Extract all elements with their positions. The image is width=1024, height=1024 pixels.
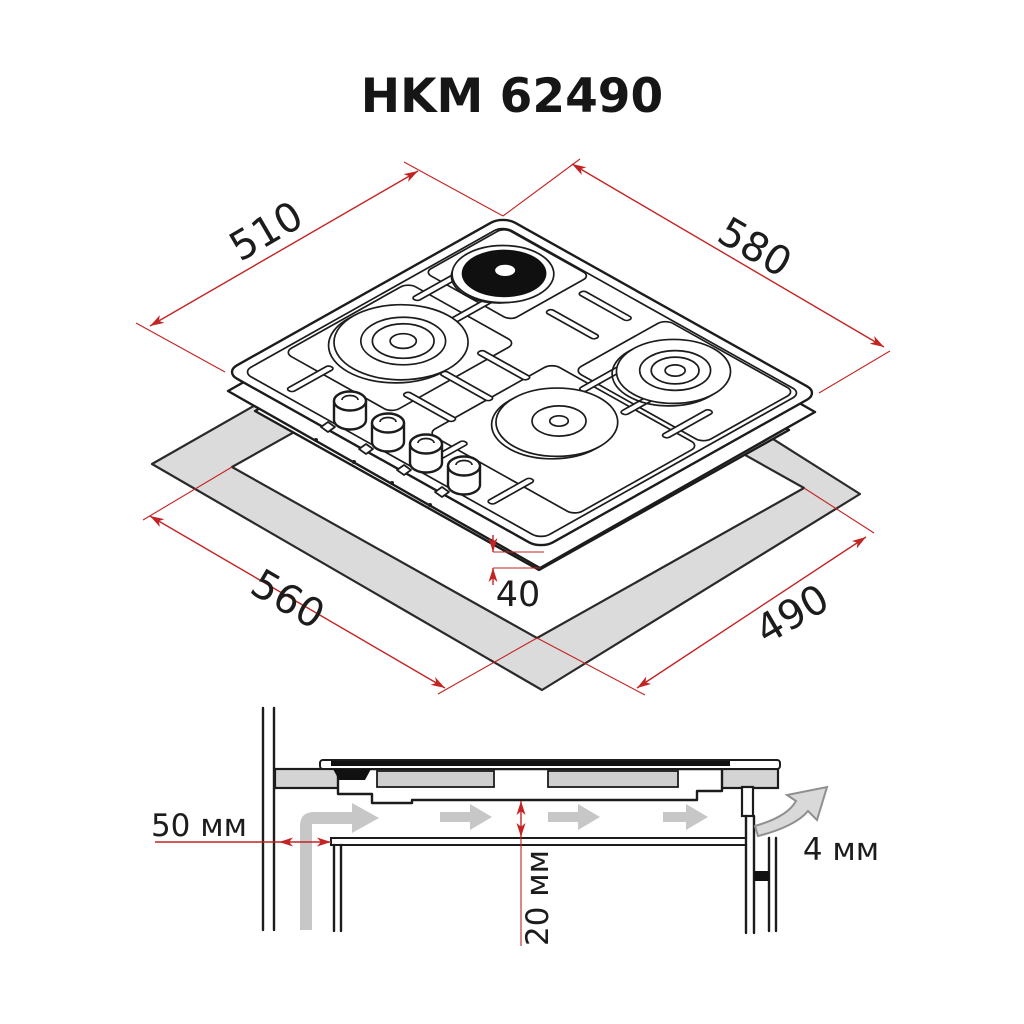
dim-wall-clearance: 50 мм [151,808,247,844]
control-knobs [314,390,482,507]
airflow-outlet-arrow-icon [753,785,829,838]
gas-burner-right [588,326,754,419]
knob [314,390,368,442]
burner-housing [547,770,679,788]
airflow-arrow-icon [440,804,492,830]
knob [428,455,482,507]
ignition-mark-icon [396,464,412,476]
hob-top [225,216,819,549]
ignition-mark-icon [434,486,450,498]
fixing-bracket [740,785,755,818]
isometric-view: 510 580 560 490 40 [135,158,891,696]
section-dimensions [155,801,526,946]
model-title: HKM 62490 [361,69,663,124]
ignition-mark-icon [320,421,336,433]
electric-hotplate [429,234,575,316]
dim-worktop-overhang: 4 мм [803,832,879,868]
airflow-arrows [300,785,829,930]
dimension-lines [135,158,891,696]
burner-housing [376,770,495,788]
dim-base-recess: 40 [496,575,541,615]
dim-cutout-width: 560 [243,561,332,639]
airflow-arrow-icon [663,804,708,830]
hob-glass-line [331,761,730,766]
wall [261,706,276,932]
gas-burner-front [466,374,643,473]
dim-hob-width: 580 [710,209,799,287]
section-view: 50 мм 20 мм 4 мм [151,706,879,946]
dim-cutout-depth: 490 [748,576,837,654]
knob [352,412,406,464]
sealing-strip [333,769,371,780]
dim-under-hob-clearance: 20 мм [520,850,556,946]
knob [390,433,444,485]
airflow-inlet-arrow-icon [300,803,379,930]
airflow-arrow-icon [548,804,600,830]
ignition-mark-icon [358,443,374,455]
